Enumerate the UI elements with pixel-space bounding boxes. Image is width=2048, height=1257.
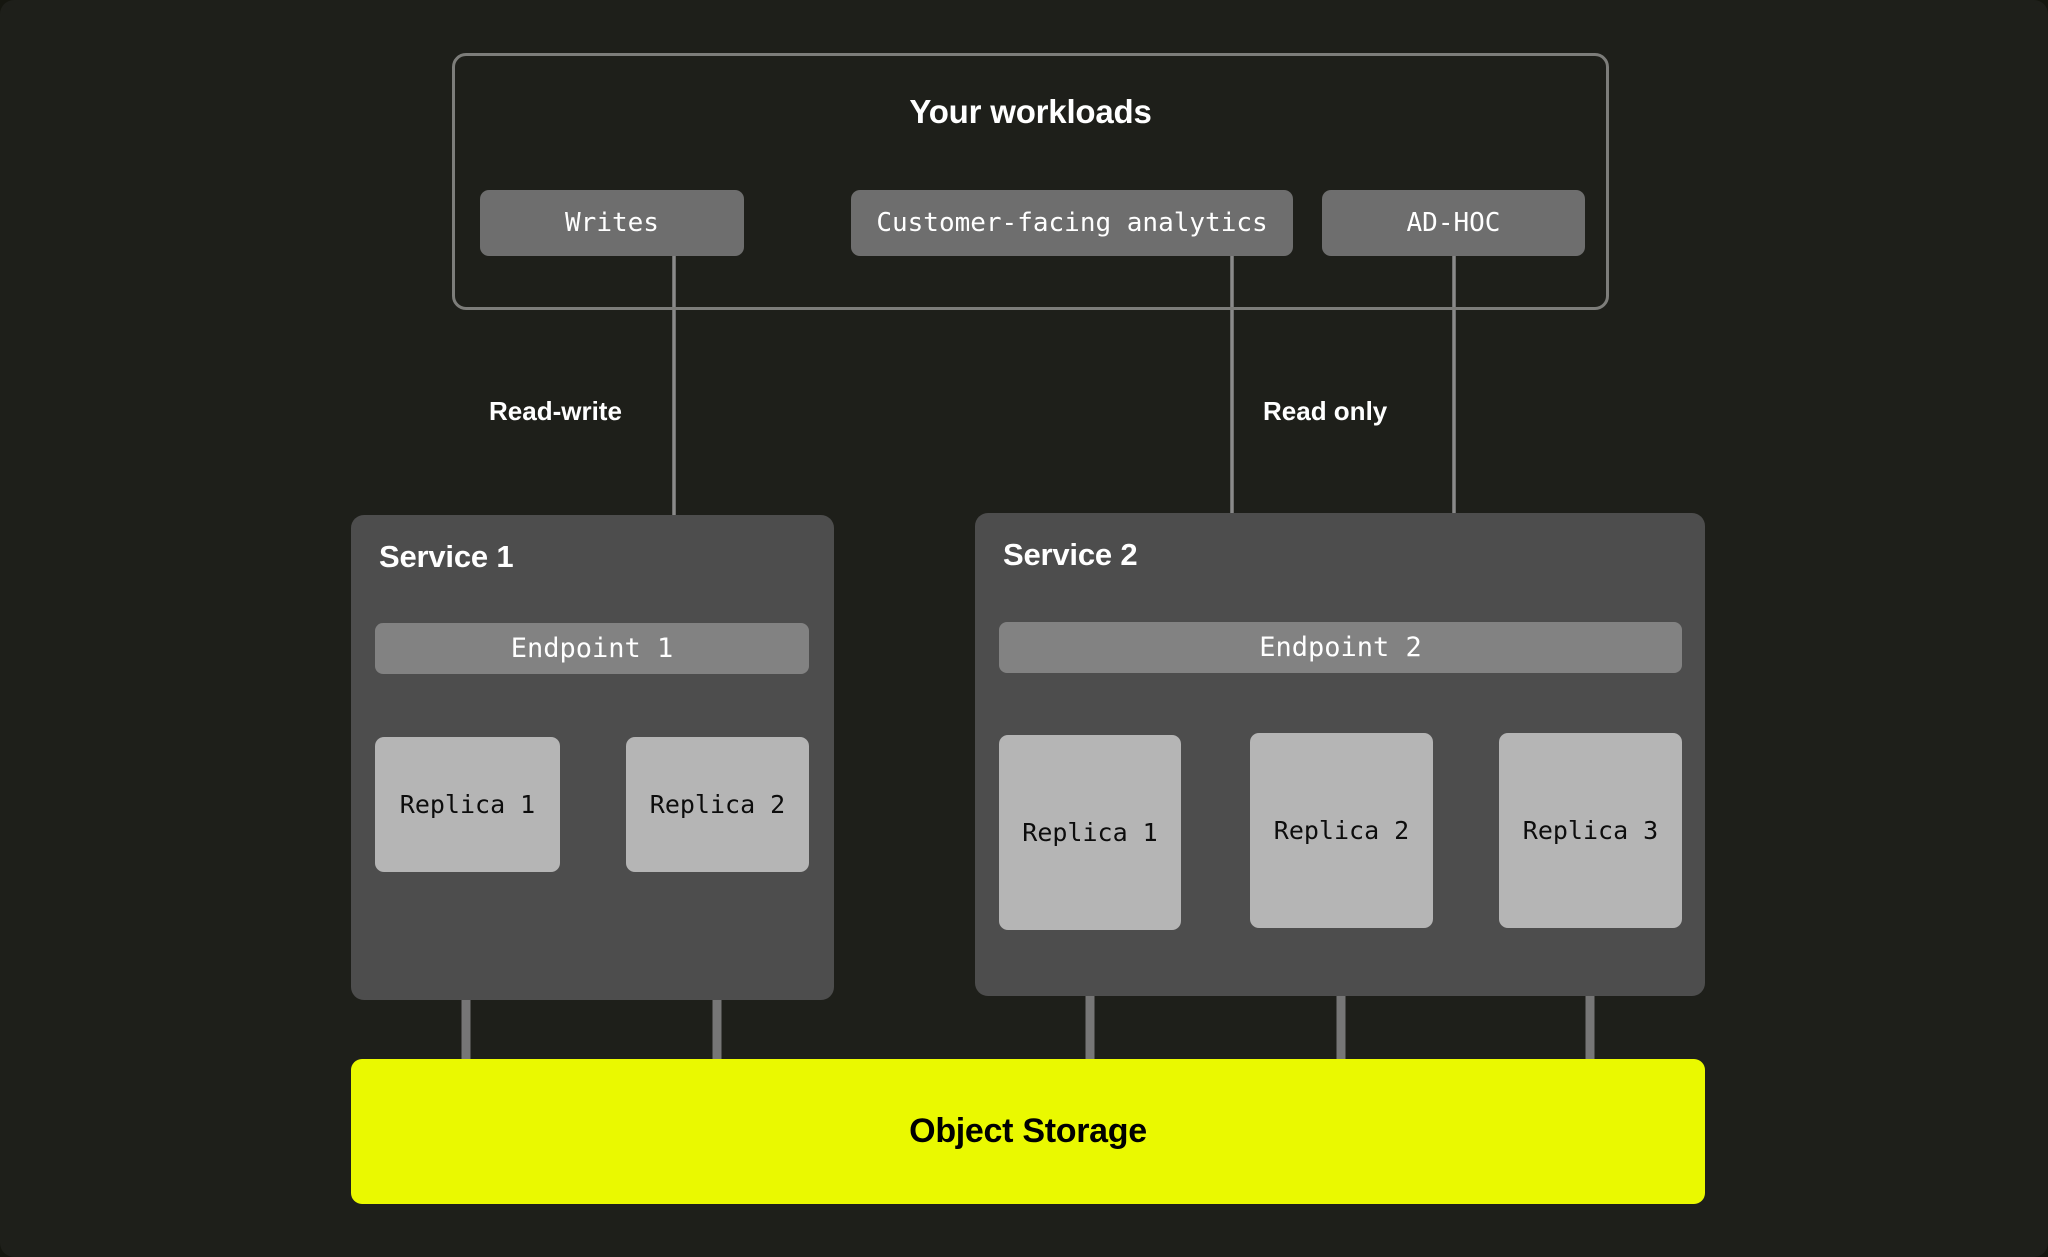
service-panel-2: Service 2 Endpoint 2 Replica 1 Replica 2… — [975, 513, 1705, 996]
service-2-title: Service 2 — [1003, 537, 1138, 572]
object-storage-bar[interactable]: Object Storage — [351, 1059, 1705, 1204]
flow-label-read-only: Read only — [1263, 396, 1388, 426]
object-storage-label: Object Storage — [909, 1112, 1147, 1150]
service-panel-1: Service 1 Endpoint 1 Replica 1 Replica 2 — [351, 515, 834, 1000]
endpoint-2[interactable]: Endpoint 2 — [999, 622, 1682, 673]
service-1-title: Service 1 — [379, 539, 514, 574]
workloads-title: Your workloads — [909, 93, 1152, 130]
service-2-replica-3[interactable]: Replica 3 — [1499, 733, 1682, 928]
service-1-replica-1[interactable]: Replica 1 — [375, 737, 560, 872]
workloads-panel: Your workloads — [452, 53, 1609, 310]
workload-chip-writes[interactable]: Writes — [480, 190, 744, 256]
workload-chip-ad-hoc[interactable]: AD-HOC — [1322, 190, 1585, 256]
service-2-replica-1[interactable]: Replica 1 — [999, 735, 1181, 930]
service-1-replica-2[interactable]: Replica 2 — [626, 737, 809, 872]
workload-chip-customer-facing-analytics[interactable]: Customer-facing analytics — [851, 190, 1293, 256]
flow-label-read-write: Read-write — [489, 396, 622, 426]
endpoint-1[interactable]: Endpoint 1 — [375, 623, 809, 674]
service-2-replica-2[interactable]: Replica 2 — [1250, 733, 1433, 928]
